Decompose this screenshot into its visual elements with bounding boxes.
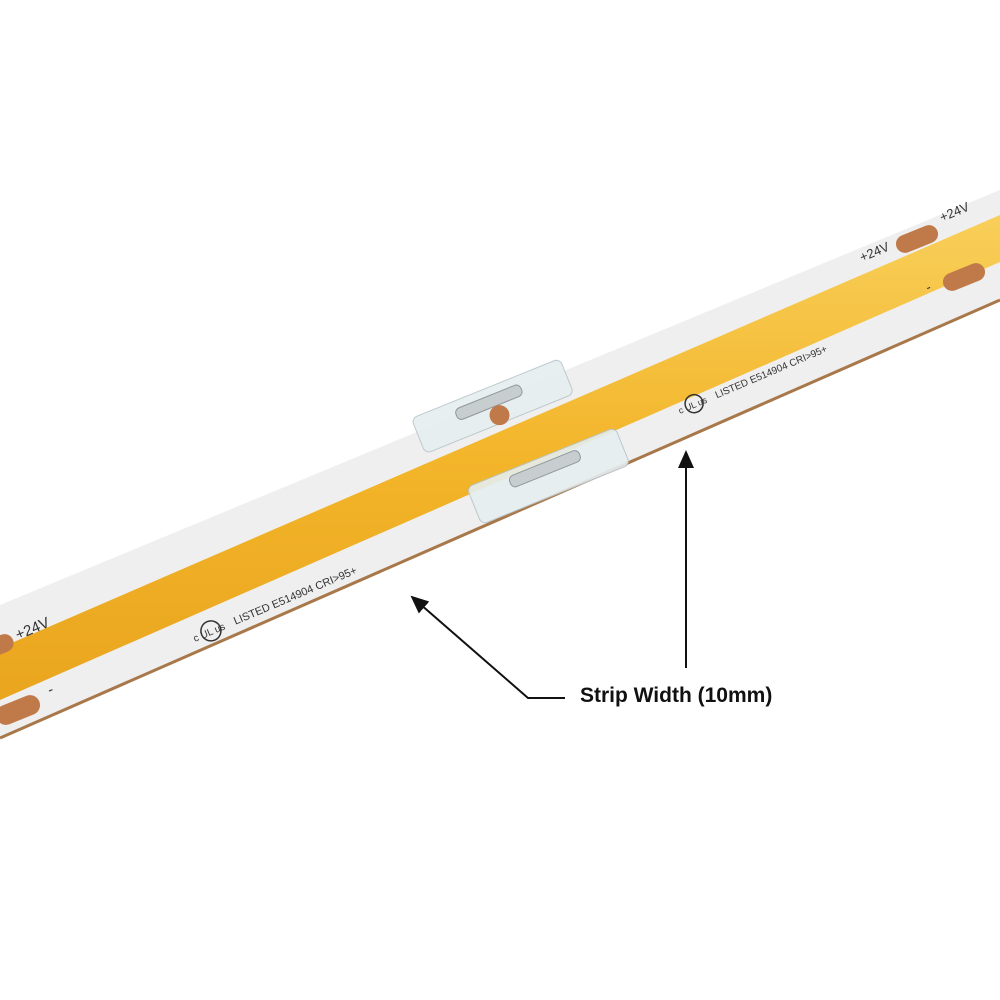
annotation-arrow-diagonal <box>410 595 565 699</box>
negative-label: - <box>923 279 933 295</box>
cob-phosphor-band <box>0 215 1000 700</box>
negative-label: - <box>45 681 56 699</box>
strip-width-label: Strip Width (10mm) <box>580 684 773 707</box>
strip-edge <box>0 298 1000 740</box>
strip-connector <box>412 359 629 524</box>
solder-pads <box>0 225 986 725</box>
